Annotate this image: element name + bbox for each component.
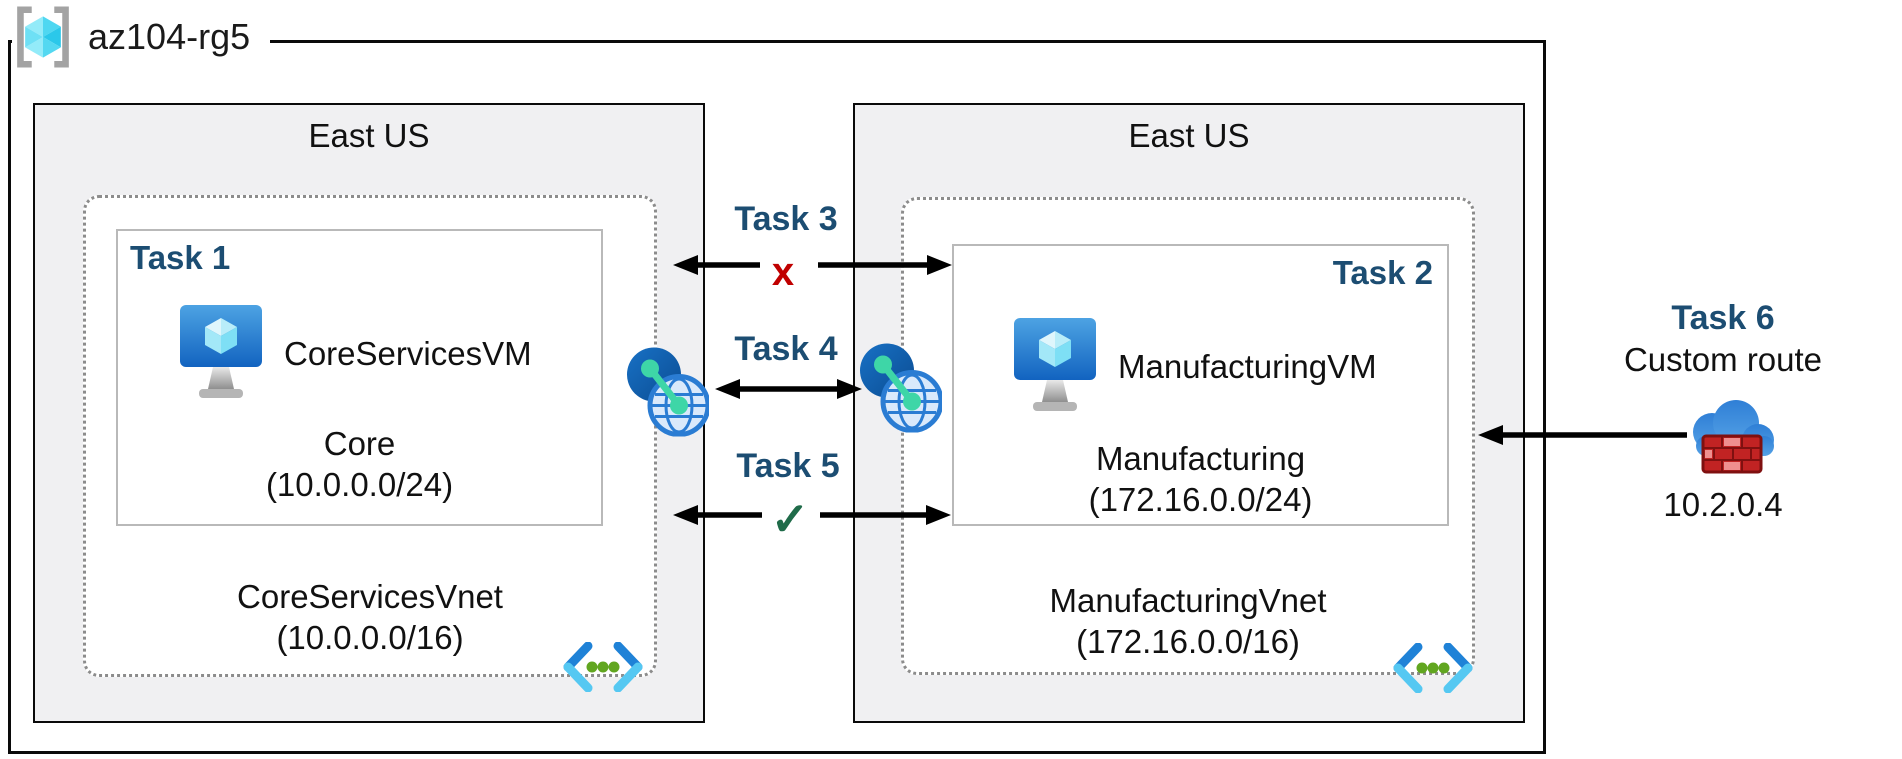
vnet-label-right: ManufacturingVnet (172.16.0.0/16) [904,580,1472,662]
task6-ip: 10.2.0.4 [1663,486,1783,523]
vnet-cidr-left: (10.0.0.0/16) [276,619,464,656]
task6-sublabel: Custom route [1623,341,1823,378]
vnet-icon [1393,643,1473,693]
vm-name-left: CoreServicesVM [284,334,532,372]
vnet-name-right: ManufacturingVnet [1049,582,1327,619]
region-title-left: East US [308,117,430,154]
task3-label: Task 3 [734,200,838,238]
subnet-cidr-left: (10.0.0.0/24) [265,466,454,503]
task6-label: Task 6 [1671,299,1775,337]
subnet-box-core: Task 1 CoreServicesVM Core (10.0.0.0/24) [116,229,603,526]
task4-label: Task 4 [734,330,838,368]
vm-icon [180,305,262,402]
region-box-right: East US Task 2 ManufacturingVM Manufactu… [853,103,1525,723]
vnet-cidr-right: (172.16.0.0/16) [1076,623,1300,660]
subnet-name-left: Core [323,425,396,462]
resource-group-icon [12,5,74,69]
subnet-label-right: Manufacturing (172.16.0.0/24) [954,438,1447,520]
subnet-cidr-right: (172.16.0.0/24) [1088,481,1313,518]
resource-group-legend: az104-rg5 [12,2,271,72]
vnet-icon [563,642,643,692]
resource-group-name: az104-rg5 [88,16,251,57]
task3-blocked-marker: x [771,250,795,294]
task2-label: Task 2 [1332,254,1433,291]
region-title-right: East US [1128,117,1250,154]
region-box-left: East US Task 1 CoreServicesVM Core (10.0… [33,103,705,723]
task1-label: Task 1 [130,239,231,276]
vm-name-right: ManufacturingVM [1118,347,1377,385]
vm-row-left: CoreServicesVM [180,305,532,402]
vnet-boundary-left: Task 1 CoreServicesVM Core (10.0.0.0/24)… [83,195,657,677]
subnet-label-left: Core (10.0.0.0/24) [118,423,601,505]
vnet-label-left: CoreServicesVnet (10.0.0.0/16) [86,576,654,658]
vm-row-right: ManufacturingVM [1014,318,1377,415]
task6-arrow [1478,425,1687,445]
task5-label: Task 5 [736,447,840,485]
task5-arrow [673,505,951,525]
task4-arrow [715,379,862,399]
task3-arrow [673,255,952,275]
vnet-boundary-right: Task 2 ManufacturingVM Manufacturing (17… [901,197,1475,675]
vnet-name-left: CoreServicesVnet [237,578,503,615]
subnet-box-manufacturing: Task 2 ManufacturingVM Manufacturing (17… [952,244,1449,526]
task5-check-marker: ✓ [770,493,810,545]
vm-icon [1014,318,1096,415]
subnet-name-right: Manufacturing [1095,440,1306,477]
